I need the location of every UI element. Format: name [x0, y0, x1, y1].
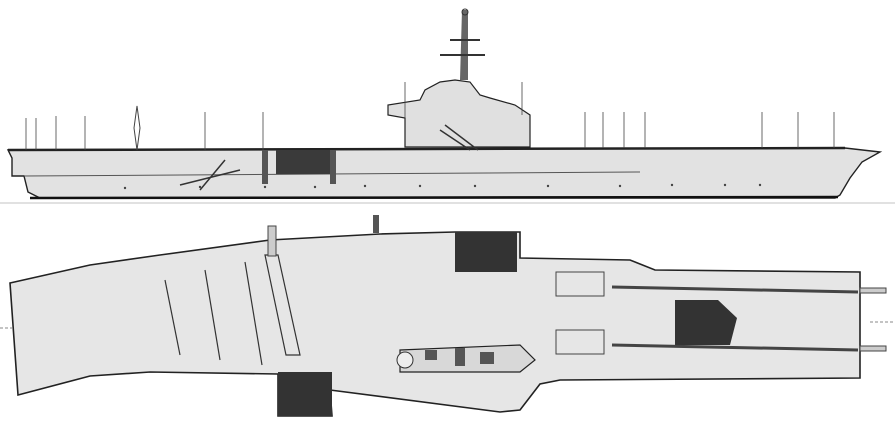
island-details: [396, 348, 494, 369]
island-ladder: [439, 124, 479, 151]
keel-line: [29, 195, 839, 200]
island-superstructure: [387, 79, 531, 148]
arresting-wires: [164, 261, 263, 366]
bridle-catcher: [859, 287, 887, 294]
bridle-catcher: [859, 345, 887, 352]
catapult-track-2: [611, 343, 859, 352]
elevator-frame: [330, 150, 336, 184]
elevator-frame: [262, 150, 268, 184]
radar-dome: [461, 8, 469, 16]
island-plan: [399, 344, 536, 373]
catapult-track-1: [611, 285, 859, 294]
deck-elevator-aft: [278, 372, 332, 416]
deck-elevator-forward: [455, 232, 517, 272]
top-plan-view: [0, 215, 895, 417]
hangar-opening: [276, 150, 330, 174]
antennas: [25, 82, 835, 150]
flight-deck: [9, 231, 861, 417]
whip-antenna-mast: [133, 105, 141, 151]
mast-plan: [267, 225, 277, 257]
side-profile-view: [0, 8, 895, 204]
mast: [460, 10, 468, 80]
landing-area-marking: [675, 300, 737, 345]
flight-deck-edge: [7, 146, 846, 152]
blast-deflector-2: [555, 329, 605, 355]
boat-crane: [179, 159, 241, 191]
antenna-plan: [373, 215, 379, 233]
portholes: [123, 183, 762, 190]
blast-deflector-1: [555, 271, 605, 297]
